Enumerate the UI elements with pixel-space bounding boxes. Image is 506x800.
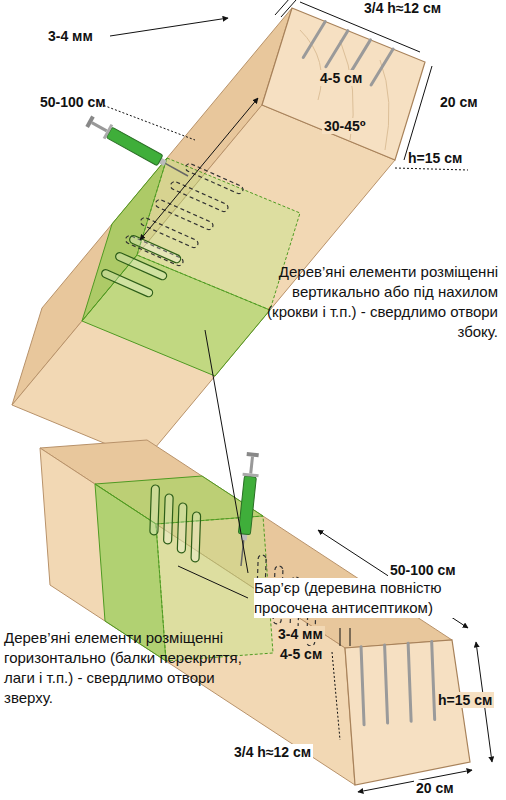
drill-hole <box>164 494 174 544</box>
drill-hole <box>154 198 214 231</box>
drill-hole <box>371 49 393 85</box>
drill-holes <box>100 22 434 725</box>
dimension-label: 3/4 h≈12 см <box>232 744 313 760</box>
dimension-label: 4-5 см <box>278 646 324 662</box>
drill-hole <box>100 268 153 298</box>
dimension-label: 50-100 см <box>388 562 458 578</box>
drill-hole <box>361 647 364 725</box>
callout-text: Бар’єр (деревина повністю просочена анти… <box>254 578 474 618</box>
note-text: Дерев’яні елементи розміщенні вертикальн… <box>262 262 498 342</box>
dimension-label: 30-45⁰ <box>322 118 368 134</box>
wood-grain <box>300 30 389 150</box>
drill-hole <box>385 645 388 723</box>
dimension-label: 4-5 см <box>318 70 364 86</box>
beam-front-face <box>12 105 395 460</box>
dimension-label: 3-4 мм <box>276 626 325 642</box>
drill-hole <box>184 162 244 195</box>
dimension-label: 3/4 h≈12 см <box>362 0 443 16</box>
drill-hole <box>303 22 325 58</box>
dimension-label: h=15 см <box>436 692 494 708</box>
drill-hole <box>326 31 348 67</box>
drill-hole <box>408 643 411 721</box>
syringe <box>84 114 191 183</box>
drill-hole <box>191 512 201 562</box>
dimension-label: 20 см <box>438 94 480 110</box>
beam-end-face <box>345 640 470 785</box>
drill-hole <box>169 180 229 213</box>
dimension-label: 3-4 мм <box>46 28 95 44</box>
dimension-label: 20 см <box>414 780 456 796</box>
note-text: Дерев’яні елементи розміщенні горизонтал… <box>4 628 254 708</box>
drill-hole <box>432 642 435 720</box>
dimension-label: 50-100 см <box>38 94 108 110</box>
drill-hole <box>150 485 160 535</box>
dimension-label: h=15 см <box>406 150 464 166</box>
beam-end-face <box>262 8 425 160</box>
barrier-section <box>137 158 300 310</box>
rafter-beam <box>12 8 425 460</box>
drill-hole <box>177 503 187 553</box>
